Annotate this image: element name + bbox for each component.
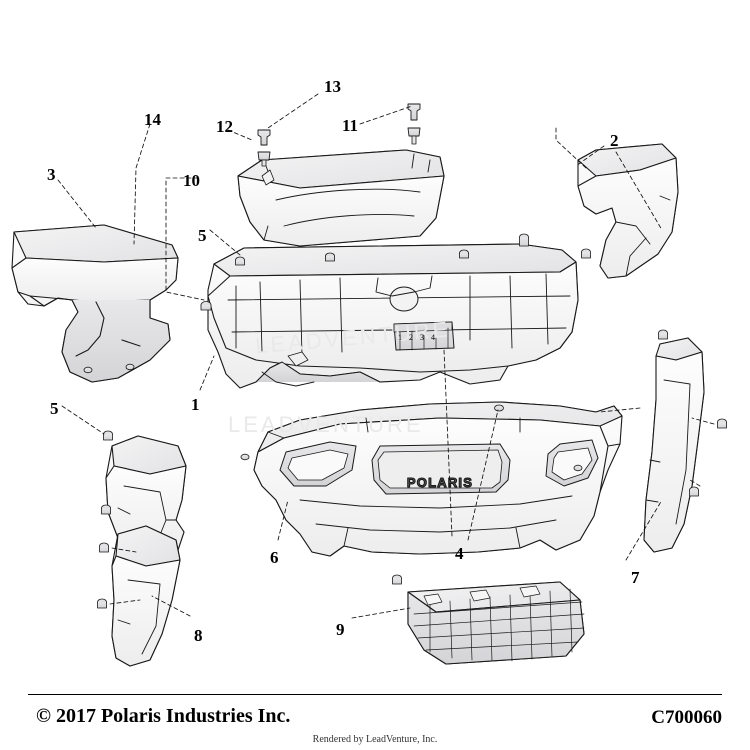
callout-11[interactable]: 11	[342, 116, 359, 135]
part-9-lower-grille	[407, 581, 585, 665]
part-2-right-fender	[577, 143, 679, 279]
part-7-right-support	[643, 337, 705, 553]
callout-6[interactable]: 6	[270, 548, 279, 567]
fastener-cluster	[83, 233, 727, 609]
rendered-by-label: Rendered by LeadVenture, Inc.	[312, 734, 438, 745]
callout-2[interactable]: 2	[610, 131, 619, 150]
part-10-hood	[237, 149, 445, 247]
callout-7[interactable]: 7	[631, 568, 640, 587]
bracket-numbers-label: 1 2 3 4	[398, 333, 438, 342]
copyright-notice: © 2017 Polaris Industries Inc.	[36, 705, 291, 727]
callout-14[interactable]: 14	[144, 110, 161, 129]
callout-12[interactable]: 12	[216, 117, 233, 136]
callout-5-top[interactable]: 5	[198, 226, 207, 245]
callout-4[interactable]: 4	[455, 544, 464, 563]
part-4-front-fascia: POLARIS	[253, 401, 623, 557]
part-8-left-flare	[111, 525, 181, 667]
part-number-label: C700060	[651, 707, 722, 728]
callout-10[interactable]: 10	[183, 171, 200, 190]
callout-5-left[interactable]: 5	[50, 399, 59, 418]
watermark-bottom: LEADVENTURE	[228, 412, 424, 437]
callout-8[interactable]: 8	[194, 626, 203, 645]
part-1-bulkhead	[207, 243, 579, 389]
part-3-left-fender	[11, 224, 179, 383]
callout-1[interactable]: 1	[191, 395, 200, 414]
fastener-12	[257, 129, 271, 167]
callout-13[interactable]: 13	[324, 77, 341, 96]
bracket-connector-block	[393, 321, 455, 351]
polaris-emboss-label: POLARIS	[407, 475, 473, 490]
fastener-11	[407, 103, 421, 145]
leader-lines	[57, 93, 715, 619]
footer-divider	[28, 694, 722, 695]
callout-9[interactable]: 9	[336, 620, 345, 639]
callout-3[interactable]: 3	[47, 165, 56, 184]
